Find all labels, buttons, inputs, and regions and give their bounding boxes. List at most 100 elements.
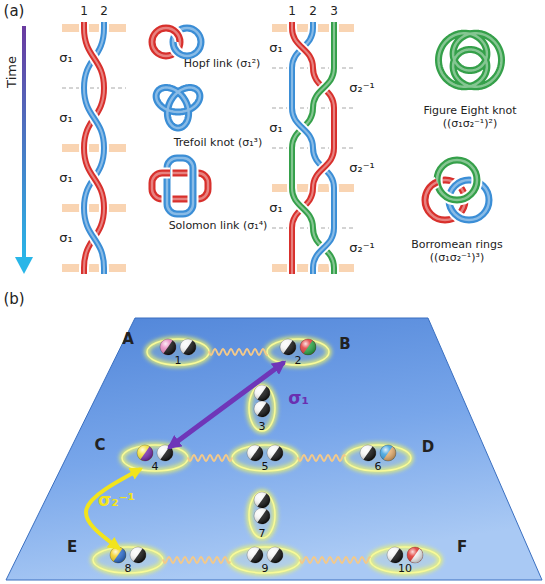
braid-strand bbox=[313, 228, 334, 268]
exchange-label: σ₁ bbox=[288, 389, 309, 409]
braid-generator: σ₂⁻¹ bbox=[349, 161, 375, 176]
site-ellipse: 1 bbox=[145, 337, 211, 367]
spin-ball bbox=[130, 547, 149, 566]
spin-ball bbox=[300, 339, 319, 358]
trefoil-knot-icon bbox=[156, 88, 200, 129]
braid-strand bbox=[292, 228, 293, 268]
braid-generator: σ₁ bbox=[59, 231, 72, 246]
chain-end-letter: F bbox=[457, 539, 467, 556]
braid-strand bbox=[292, 108, 313, 148]
site-number: 3 bbox=[247, 421, 277, 433]
site-number: 6 bbox=[343, 461, 413, 473]
braid-strand bbox=[292, 28, 313, 68]
time-arrow-shaft bbox=[22, 26, 26, 260]
time-axis-label: Time bbox=[5, 56, 20, 88]
braid-strand bbox=[334, 22, 335, 28]
braid-strand bbox=[84, 22, 85, 28]
knot-name: Figure Eight knot ((σ₁σ₂⁻¹)²) bbox=[410, 105, 530, 130]
spin-ball bbox=[180, 339, 199, 358]
site-ellipse: 6 bbox=[343, 443, 413, 473]
hopf-link-icon bbox=[166, 28, 180, 42]
time-arrow-head bbox=[15, 257, 33, 274]
solomon-link-icon bbox=[152, 173, 170, 186]
solomon-link-icon bbox=[167, 158, 193, 214]
braid-strand bbox=[313, 148, 334, 188]
braid-generator: σ₁ bbox=[269, 201, 282, 216]
braid-strand bbox=[334, 268, 335, 274]
panel-letter: (a) bbox=[4, 3, 25, 20]
braid-strand bbox=[313, 148, 334, 188]
site-ellipse: 10 bbox=[368, 545, 442, 575]
figure-eight-knot-icon bbox=[439, 33, 502, 87]
borromean-rings-icon bbox=[437, 160, 477, 200]
braid-strand bbox=[104, 268, 105, 274]
braid-generator: σ₂⁻¹ bbox=[349, 241, 375, 256]
time-slice-band bbox=[62, 144, 126, 152]
braid-strand bbox=[292, 68, 293, 108]
solomon-link-icon bbox=[152, 173, 208, 199]
braid-strand bbox=[313, 68, 334, 108]
site-number: 5 bbox=[230, 461, 300, 473]
braid-strand bbox=[292, 188, 313, 228]
exchange-arrow bbox=[170, 363, 282, 446]
site-number: 9 bbox=[228, 563, 302, 575]
chain-end-letter: D bbox=[422, 439, 434, 456]
braid-generator: σ₁ bbox=[269, 121, 282, 136]
braid-generator: σ₂⁻¹ bbox=[349, 81, 375, 96]
braid-generator: σ₁ bbox=[59, 111, 72, 126]
exchange-arrow bbox=[86, 469, 140, 547]
strand-index: 1 bbox=[288, 5, 296, 19]
site-number: 8 bbox=[91, 563, 165, 575]
chain-end-letter: C bbox=[94, 437, 105, 454]
knot-name: Solomon link (σ₁⁴) bbox=[169, 220, 268, 233]
exchange-label: σ₂⁻¹ bbox=[98, 491, 135, 511]
knot-name: Hopf link (σ₁²) bbox=[184, 58, 261, 71]
braid-strand bbox=[313, 68, 334, 108]
braid-strand bbox=[84, 268, 85, 274]
strand-index: 2 bbox=[100, 5, 108, 19]
braid-strand bbox=[84, 208, 104, 268]
strand-index: 2 bbox=[309, 5, 317, 19]
braid-generator: σ₁ bbox=[59, 171, 72, 186]
braid-strand bbox=[292, 268, 293, 274]
coupling-spring bbox=[298, 455, 345, 461]
site-number: 4 bbox=[120, 461, 190, 473]
braid-strand bbox=[104, 22, 105, 28]
chain-end-letter: A bbox=[122, 331, 134, 348]
site-ellipse: 7 bbox=[247, 490, 277, 540]
coupling-spring bbox=[300, 557, 370, 563]
braid-strand bbox=[84, 208, 104, 268]
coupling-spring bbox=[188, 455, 232, 461]
site-number: 1 bbox=[145, 355, 211, 367]
spin-ball bbox=[267, 445, 286, 464]
coupling-spring bbox=[209, 349, 267, 355]
braid-strand bbox=[313, 228, 334, 268]
braid-strand bbox=[292, 28, 313, 68]
knot-name: Trefoil knot (σ₁³) bbox=[174, 137, 263, 150]
braid-strand bbox=[292, 22, 293, 28]
time-slice-band bbox=[62, 24, 126, 32]
braid-generator: σ₁ bbox=[269, 41, 282, 56]
site-ellipse: 5 bbox=[230, 443, 300, 473]
braid-strand bbox=[84, 28, 104, 88]
braid-strand bbox=[292, 188, 313, 228]
braid-strand bbox=[84, 148, 104, 208]
site-ellipse: 4 bbox=[120, 443, 190, 473]
coupling-spring bbox=[163, 557, 230, 563]
braid-strand bbox=[84, 148, 104, 208]
braid-strand bbox=[334, 28, 335, 68]
braid-strand bbox=[84, 88, 104, 148]
braid-strand bbox=[334, 108, 335, 148]
strand-index: 1 bbox=[80, 5, 88, 19]
site-number: 2 bbox=[265, 355, 331, 367]
site-ellipse: 8 bbox=[91, 545, 165, 575]
substrate-plane bbox=[6, 318, 542, 580]
braid-strand bbox=[292, 148, 293, 188]
site-ellipse: 2 bbox=[265, 337, 331, 367]
braid-strand bbox=[84, 88, 104, 148]
spin-ball bbox=[157, 445, 176, 464]
chain-end-letter: B bbox=[339, 336, 350, 353]
spin-ball bbox=[254, 401, 273, 420]
